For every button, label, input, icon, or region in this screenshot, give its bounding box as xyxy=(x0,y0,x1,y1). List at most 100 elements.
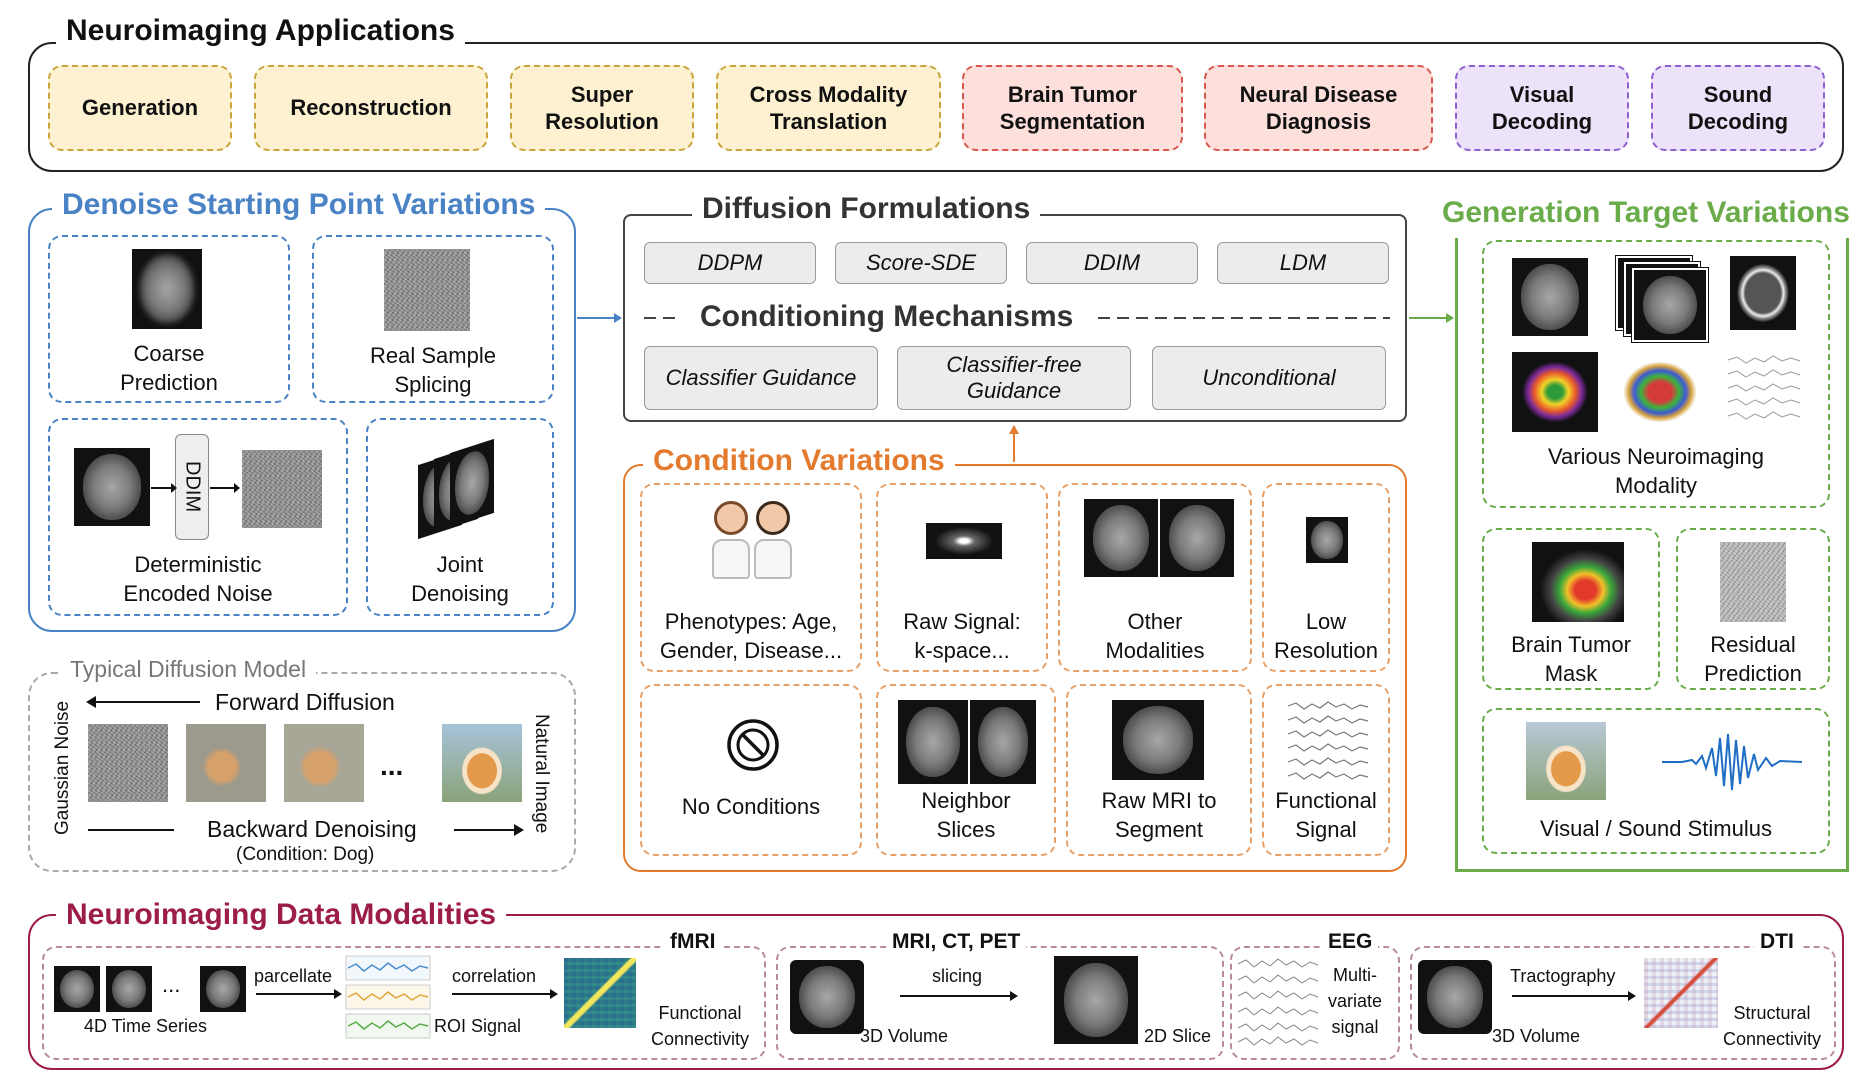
fmri-cube-3 xyxy=(200,966,246,1012)
t2-image xyxy=(1160,499,1234,577)
pure-noise-image xyxy=(88,724,168,802)
cond-low-resolution-label: Low Resolution xyxy=(1274,609,1378,663)
target-modality-box: Various Neuroimaging Modality xyxy=(1482,240,1830,508)
target-stimulus-box: Visual / Sound Stimulus xyxy=(1482,708,1830,854)
eeg-box xyxy=(1230,946,1400,1060)
app-chip-reconstruction: Reconstruction xyxy=(254,65,488,151)
conditioning-title: Conditioning Mechanisms xyxy=(700,300,1074,333)
mri-slicing-label: slicing xyxy=(932,966,983,986)
dti-box xyxy=(1410,946,1836,1060)
encoded-noise-image xyxy=(242,450,322,528)
cond-other-modalities-label: Other Modalities xyxy=(1105,609,1205,663)
condition-title: Condition Variations xyxy=(643,446,955,476)
fmri-box xyxy=(42,946,766,1060)
sample-splicing-label: Real Sample Splicing xyxy=(370,343,496,397)
mri-volume-label: 3D Volume xyxy=(860,1026,949,1046)
mri-slice-label: 2D Slice xyxy=(1144,1026,1212,1046)
joint-denoising-box: Joint Denoising xyxy=(366,418,554,616)
t1-image xyxy=(1084,499,1158,577)
fmri-fc-label: Functional Connectivity xyxy=(650,1003,750,1049)
cond-raw-mri-label: Raw MRI to Segment xyxy=(1101,788,1217,842)
no-conditions-icon xyxy=(727,719,779,771)
neighbor-slice-2 xyxy=(970,700,1036,784)
functional-signal-icon xyxy=(1287,701,1369,780)
cond-none-box: No Conditions xyxy=(640,684,862,856)
formulation-score-sde: Score-SDE xyxy=(835,242,1007,284)
cond-functional-label: Functional Signal xyxy=(1275,788,1377,842)
target-pet-image xyxy=(1512,352,1598,432)
dti-sc-label: Structural Connectivity xyxy=(1722,1003,1822,1049)
cond-raw-mri-box: Raw MRI to Segment xyxy=(1066,684,1252,856)
noisy-dog-image-1 xyxy=(186,724,266,802)
natural-image-label: Natural Image xyxy=(531,714,552,834)
forward-diffusion-label: Forward Diffusion xyxy=(215,689,395,715)
dti-tract-label: Tractography xyxy=(1510,966,1616,986)
typical-diffusion-title: Typical Diffusion Model xyxy=(60,658,317,681)
doctor-nurse-icon xyxy=(708,497,798,583)
cond-raw-signal-label: Raw Signal: k-space... xyxy=(903,609,1021,663)
target-dwi-image xyxy=(1631,267,1709,343)
stimulus-sound-waveform xyxy=(1662,733,1803,791)
ddim-flow-arrows xyxy=(151,483,240,493)
fmri-time-series-label: 4D Time Series xyxy=(84,1016,208,1036)
cond-neighbor-box: Neighbor Slices xyxy=(876,684,1056,856)
condition-panel xyxy=(623,464,1407,872)
sample-splicing-box: Real Sample Splicing xyxy=(312,235,554,403)
app-chip-cross-modality: Cross Modality Translation xyxy=(716,65,941,151)
fmri-correlation-label: correlation xyxy=(452,966,537,986)
target-modality-label: Various Neuroimaging Modality xyxy=(1547,444,1765,498)
neighbor-slice-1 xyxy=(898,700,968,784)
stimulus-dog-image xyxy=(1526,722,1606,800)
formulations-title: Diffusion Formulations xyxy=(692,194,1041,224)
clean-dog-image xyxy=(442,724,522,802)
target-tumor-box: Brain Tumor Mask xyxy=(1482,528,1660,690)
joint-denoising-label: Joint Denoising xyxy=(411,552,509,606)
target-dti-image xyxy=(1612,352,1708,432)
applications-title: Neuroimaging Applications xyxy=(56,16,465,46)
target-mri-image xyxy=(1512,258,1588,336)
source-mri-image xyxy=(74,448,150,526)
dti-3d-volume xyxy=(1418,960,1492,1034)
target-tumor-label: Brain Tumor Mask xyxy=(1511,632,1631,686)
app-chip-visual-decoding: Visual Decoding xyxy=(1455,65,1629,151)
raw-mri-segment-image xyxy=(1112,700,1204,780)
fmri-roi-label: ROI Signal xyxy=(434,1016,522,1036)
tumor-mask-image xyxy=(1532,542,1624,622)
fmri-parcellate-label: parcellate xyxy=(254,966,333,986)
cond-other-modalities-box: Other Modalities xyxy=(1058,483,1252,672)
cond-classifier-guidance: Classifier Guidance xyxy=(644,346,878,410)
ddim-encoder-label: DDIM xyxy=(181,461,204,513)
backward-denoising-label: Backward Denoising xyxy=(207,816,417,842)
app-chip-sound-decoding: Sound Decoding xyxy=(1651,65,1825,151)
cond-unconditional: Unconditional xyxy=(1152,346,1386,410)
modalities-panel xyxy=(28,914,1844,1070)
fmri-ellipsis: ... xyxy=(162,972,181,997)
app-chip-tumor-segmentation: Brain Tumor Segmentation xyxy=(962,65,1183,151)
residual-image xyxy=(1720,542,1786,622)
cond-neighbor-label: Neighbor Slices xyxy=(921,788,1011,842)
formulation-ldm: LDM xyxy=(1217,242,1389,284)
targets-panel-right xyxy=(1846,238,1849,872)
target-stimulus-label: Visual / Sound Stimulus xyxy=(1540,816,1772,841)
app-chip-generation: Generation xyxy=(48,65,232,151)
cond-phenotypes-label: Phenotypes: Age, Gender, Disease... xyxy=(659,609,843,663)
cond-none-label: No Conditions xyxy=(681,794,821,819)
targets-title: Generation Target Variations xyxy=(1438,198,1854,228)
deterministic-noise-label: Deterministic Encoded Noise xyxy=(123,552,273,606)
eeg-signal-image xyxy=(1237,958,1319,1046)
fmri-connectivity-matrix xyxy=(564,958,636,1028)
cond-classifier-free: Classifier-free Guidance xyxy=(897,346,1131,410)
mri-3d-volume xyxy=(790,960,864,1034)
eeg-title: EEG xyxy=(1322,930,1379,954)
target-residual-label: Residual Prediction xyxy=(1704,632,1802,686)
eeg-label: Multi-variate signal xyxy=(1327,965,1383,1037)
ellipsis-text: ... xyxy=(380,750,404,781)
target-eeg-image xyxy=(1727,355,1801,420)
formulation-ddim: DDIM xyxy=(1026,242,1198,284)
coarse-brain-image xyxy=(132,249,202,329)
